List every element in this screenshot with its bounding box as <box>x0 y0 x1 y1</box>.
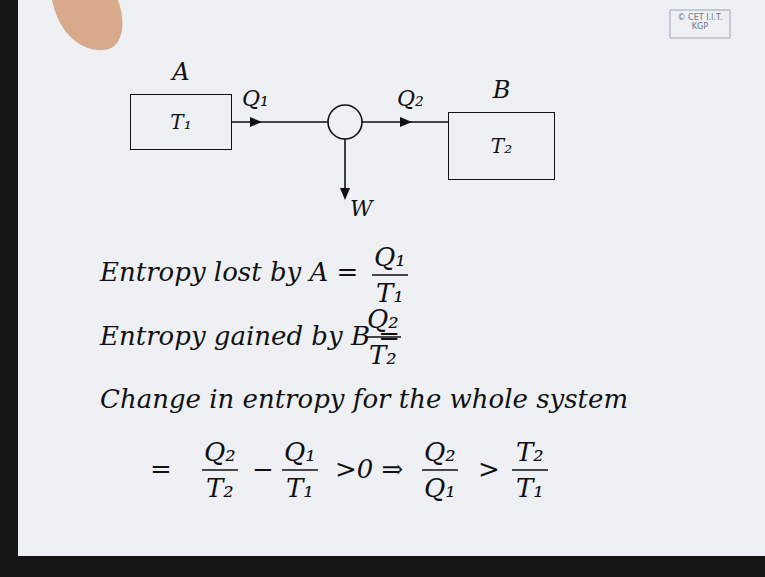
logo-frame <box>670 10 730 38</box>
equation-text: >0 ⇒ <box>335 455 403 485</box>
equation-text: T₁ <box>516 474 544 504</box>
equation-text: = <box>150 455 172 485</box>
equation-text: Q₂ <box>204 438 236 468</box>
equation-text: − <box>252 455 274 485</box>
equation-text: T₂ <box>516 438 544 468</box>
flow-label: Q₂ <box>397 86 424 111</box>
finger <box>52 0 122 50</box>
equation-text: > <box>478 455 500 485</box>
equation-text: Q₁ <box>284 438 316 468</box>
flow-label: Q₁ <box>242 86 269 111</box>
fraction-bar <box>202 469 238 471</box>
temperature-label: T₂ <box>491 135 512 158</box>
temperature-label: T₁ <box>170 111 191 134</box>
equation-text: Q₁ <box>424 474 456 504</box>
fraction-bar <box>512 469 548 471</box>
equation-text: Q₂ <box>424 438 456 468</box>
reservoir-box: AT₁ <box>130 94 232 150</box>
equation-text: Q₂ <box>367 305 399 335</box>
heat-in-line <box>232 121 328 123</box>
work-line <box>344 139 346 196</box>
equation-text: Entropy gained by B = <box>100 322 400 352</box>
fraction-bar <box>422 469 458 471</box>
equation-text: T₁ <box>286 474 314 504</box>
reservoir-name: B <box>493 77 511 105</box>
fraction-bar <box>372 274 408 276</box>
equation-text: T₂ <box>369 341 397 371</box>
arrowhead <box>250 117 262 127</box>
watermark: © CET I.I.T. KGP <box>677 14 723 32</box>
engine-circle <box>328 105 362 139</box>
arrowhead <box>400 117 412 127</box>
reservoir-name: A <box>172 59 189 87</box>
equation-text: Entropy lost by A = <box>100 258 358 288</box>
arrowhead <box>340 188 350 200</box>
equation-text: T₂ <box>206 474 234 504</box>
flow-label: W <box>350 196 373 221</box>
reservoir-box: BT₂ <box>448 112 555 180</box>
fraction-bar <box>282 469 318 471</box>
equation-text: Q₁ <box>374 243 406 273</box>
equation-text: Change in entropy for the whole system <box>100 385 628 415</box>
